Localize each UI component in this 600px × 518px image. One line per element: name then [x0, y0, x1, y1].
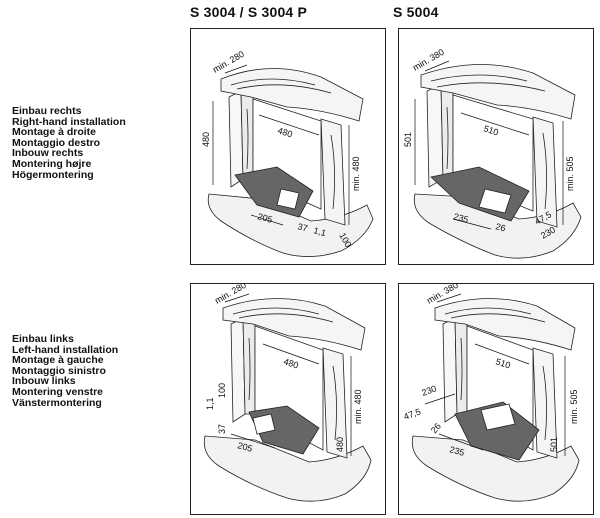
dim-width: 480 — [276, 125, 293, 139]
dim-bottom-b: 26 — [429, 421, 443, 435]
dim-bottom-a: 235 — [448, 444, 465, 458]
dim-side-c: 37 — [217, 424, 227, 434]
dim-height-left: 480 — [201, 132, 211, 147]
dim-bottom-b: 37 — [296, 221, 308, 233]
label-line: Montage à gauche — [12, 354, 104, 367]
dim-side-b: 47,5 — [402, 406, 422, 421]
diagram-s3004-left: min. 280 100 1,1 37 480 205 min. 480 480 — [190, 283, 386, 515]
dim-width: 480 — [282, 356, 299, 370]
dim-min-depth: min. 280 — [211, 49, 246, 75]
label-line: Montage à droite — [12, 126, 97, 139]
dim-width: 510 — [494, 356, 511, 370]
dim-bottom-a: 205 — [236, 440, 253, 454]
dim-height-left: 501 — [403, 132, 413, 147]
label-line: Montering højre — [12, 157, 92, 170]
right-installation-labels: Einbau rechts Right-hand installation Mo… — [12, 106, 126, 180]
dim-height-right-2: 501 — [549, 437, 559, 452]
dim-height-right: min. 505 — [565, 156, 575, 191]
label-line: Högermontering — [12, 168, 94, 181]
dim-side-b: 1,1 — [205, 397, 215, 410]
dim-min-depth: min. 380 — [411, 47, 446, 73]
model-header-s3004: S 3004 / S 3004 P — [190, 4, 308, 20]
label-line: Left-hand installation — [12, 343, 119, 356]
fireplace-drawing-s5004-right: min. 380 501 510 min. 505 235 26 47,5 23… — [403, 47, 582, 259]
dim-side-a: 100 — [217, 383, 227, 398]
model-header-s5004: S 5004 — [393, 4, 439, 20]
dim-height-right: min. 480 — [351, 156, 361, 191]
dim-bottom-b: 26 — [494, 221, 506, 233]
label-line: Inbouw rechts — [12, 147, 84, 160]
dim-height-right-2: 480 — [335, 437, 345, 452]
fireplace-drawing-s5004-left: min. 380 230 47,5 510 26 235 min. 505 50… — [402, 284, 580, 502]
label-line: Einbau links — [12, 333, 74, 345]
dim-bottom-a: 205 — [256, 211, 273, 225]
label-line: Vänstermontering — [12, 396, 102, 409]
dim-height-right: min. 480 — [353, 389, 363, 424]
dim-height-right: min. 505 — [569, 389, 579, 424]
left-installation-labels: Einbau links Left-hand installation Mont… — [12, 334, 118, 408]
dim-bottom-c: 1,1 — [312, 225, 327, 238]
diagram-s5004-right: min. 380 501 510 min. 505 235 26 47,5 23… — [398, 28, 594, 265]
label-line: Montering venstre — [12, 385, 104, 398]
label-line: Right-hand installation — [12, 115, 126, 128]
diagram-s5004-left: min. 380 230 47,5 510 26 235 min. 505 50… — [398, 283, 594, 515]
dim-bottom-a: 235 — [452, 211, 469, 225]
label-line: Inbouw links — [12, 375, 76, 388]
diagram-s3004-right: min. 280 480 480 min. 480 205 37 1,1 100 — [190, 28, 386, 265]
dim-width: 510 — [482, 123, 499, 137]
fireplace-drawing-s3004-left: min. 280 100 1,1 37 480 205 min. 480 480 — [203, 284, 372, 502]
fireplace-drawing-s3004-right: min. 280 480 480 min. 480 205 37 1,1 100 — [201, 49, 374, 257]
dim-side-a: 230 — [420, 383, 438, 398]
label-line: Einbau rechts — [12, 105, 82, 117]
label-line: Montaggio destro — [12, 136, 101, 149]
label-line: Montaggio sinistro — [12, 364, 106, 377]
